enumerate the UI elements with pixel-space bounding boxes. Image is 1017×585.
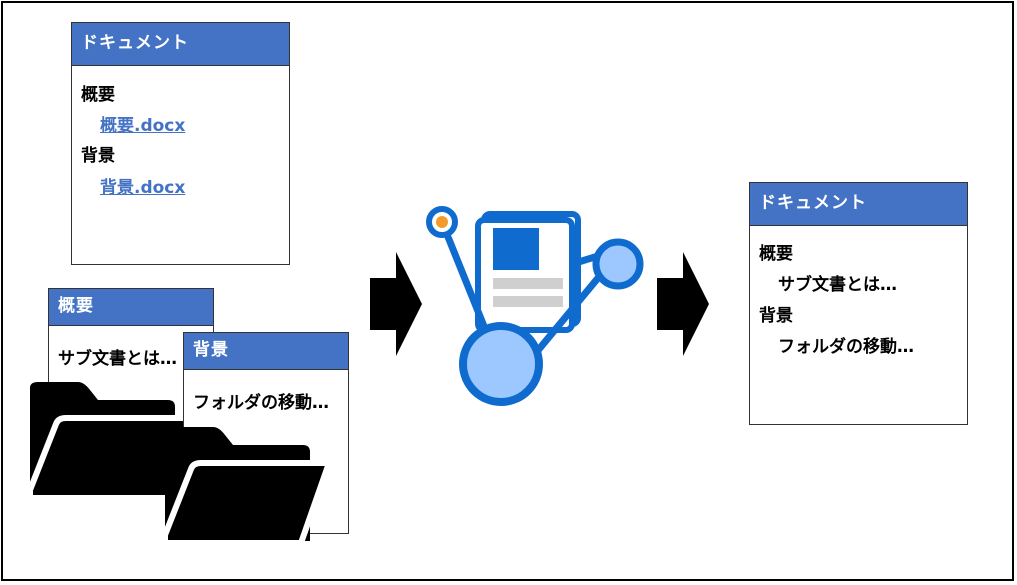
right-arrow-icon	[370, 252, 422, 356]
document-card-title: ドキュメント	[750, 183, 967, 226]
folder-icon	[28, 382, 198, 500]
section-text-background: フォルダの移動…	[778, 337, 914, 357]
sub-document-title: 背景	[184, 333, 348, 370]
section-heading-overview: 概要	[759, 244, 793, 264]
section-heading-overview: 概要	[81, 85, 115, 105]
section-heading-background: 背景	[759, 306, 793, 326]
section-heading-background: 背景	[81, 146, 115, 166]
file-link-background[interactable]: 背景.docx	[100, 178, 186, 198]
document-graph-icon	[426, 206, 644, 406]
file-link-overview[interactable]: 概要.docx	[100, 116, 186, 136]
sub-document-text: サブ文書とは…	[58, 349, 177, 369]
document-card-left: ドキュメント 概要 概要.docx 背景 背景.docx	[71, 22, 290, 265]
document-card-title: ドキュメント	[72, 23, 289, 66]
document-card-right: ドキュメント 概要 サブ文書とは… 背景 フォルダの移動…	[749, 182, 968, 425]
section-text-overview: サブ文書とは…	[778, 275, 897, 295]
sub-document-title: 概要	[49, 289, 213, 326]
right-arrow-icon	[657, 252, 709, 356]
sub-document-text: フォルダの移動…	[193, 393, 329, 413]
folder-icon	[163, 427, 332, 545]
